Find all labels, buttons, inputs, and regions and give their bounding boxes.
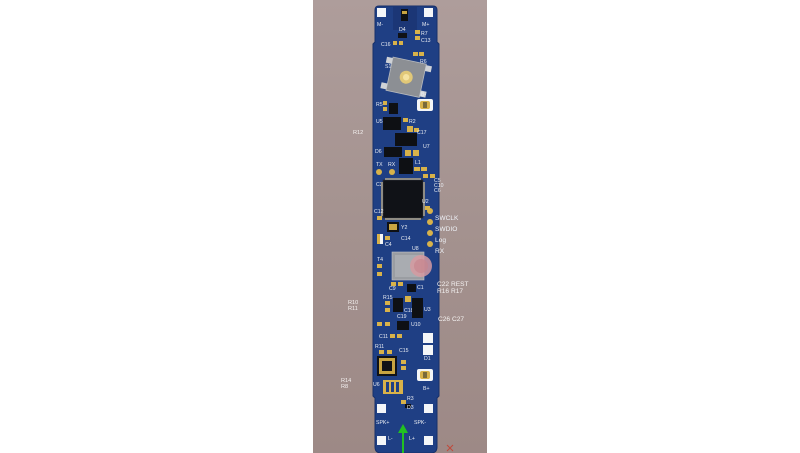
label-c3: C3 [376, 182, 383, 188]
signal-label-swdio: SWDIO [435, 226, 458, 233]
pad-spk-minus [424, 404, 433, 413]
label-r6: R6 [420, 59, 427, 65]
label-u10: U10 [411, 322, 421, 328]
label-spk-minus: SPK- [414, 420, 426, 426]
label-r7: R7 [421, 31, 428, 37]
pad-l-minus [377, 436, 386, 445]
label-l-minus: L- [388, 436, 393, 442]
label-c6: C6 [434, 188, 441, 194]
outside-label-group-rest: C22 REST R16 R17 [437, 281, 469, 295]
label-spk-plus: SPK+ [376, 420, 389, 426]
outside-label-r12: R12 [353, 130, 364, 136]
label-c13: C13 [421, 38, 431, 44]
label-rx: RX [388, 162, 396, 168]
label-r15: R15 [383, 295, 393, 301]
signal-label-log: Log [435, 237, 447, 244]
label-c10: C10 [434, 183, 444, 189]
label-c18: C18 [404, 308, 414, 314]
pad-m-plus [424, 8, 433, 17]
label-c5: C5 [434, 178, 441, 184]
label-r11: R11 [375, 344, 384, 350]
pcb-render: M- M+ D4 R7 C13 C16 R6 S1 B- R5 [372, 5, 454, 453]
pad-m-minus [377, 8, 386, 17]
label-c17: C17 [417, 130, 427, 136]
label-u3: U3 [424, 307, 431, 313]
label-u6: U6 [373, 382, 380, 388]
label-l-plus: L+ [409, 436, 415, 442]
label-m-minus: M- [377, 22, 383, 28]
chip-u2 [381, 178, 425, 220]
signal-label-rx: RX [435, 248, 445, 255]
label-d3: D3 [407, 405, 414, 411]
signal-label-swclk: SWCLK [435, 215, 459, 222]
axis-arrow-icon [398, 424, 408, 453]
axis-x-marker-icon [446, 444, 454, 452]
label-d1: D1 [424, 356, 431, 362]
chip-u6 [377, 356, 397, 376]
label-d6: D6 [375, 149, 382, 155]
pad-l-plus [424, 436, 433, 445]
label-c9: C9 [389, 286, 396, 292]
label-c12: C12 [374, 209, 384, 215]
label-u2: U2 [422, 199, 429, 205]
pad-spk-plus [377, 404, 386, 413]
label-d4: D4 [399, 27, 406, 33]
label-c19: C19 [397, 314, 407, 320]
label-c4: C4 [385, 242, 392, 248]
label-u8: U8 [412, 246, 419, 252]
label-tx: TX [376, 162, 383, 168]
label-t4: T4 [377, 257, 383, 263]
label-l1: L1 [415, 160, 421, 166]
label-y2: Y2 [401, 225, 407, 231]
label-b-plus: B+ [423, 386, 430, 392]
switch-s1 [380, 56, 433, 98]
outside-label-group-c26: C26 C27 [438, 316, 465, 323]
label-m-plus: M+ [422, 22, 429, 28]
label-c11: C11 [379, 334, 388, 340]
module-u8 [391, 251, 432, 281]
label-u5: U5 [376, 119, 383, 125]
label-r3: R3 [407, 396, 414, 402]
label-c1: C1 [417, 285, 424, 291]
label-r5: R5 [376, 102, 383, 108]
pcb-3d-viewport[interactable]: M- M+ D4 R7 C13 C16 R6 S1 B- R5 [313, 0, 487, 453]
label-c15: C15 [399, 348, 409, 354]
label-s1: S1 [385, 64, 391, 70]
label-b-minus: B- [421, 92, 426, 98]
label-r2: R2 [409, 119, 416, 125]
label-c16: C16 [381, 42, 391, 48]
label-c14: C14 [401, 236, 411, 242]
label-u7: U7 [423, 144, 430, 150]
